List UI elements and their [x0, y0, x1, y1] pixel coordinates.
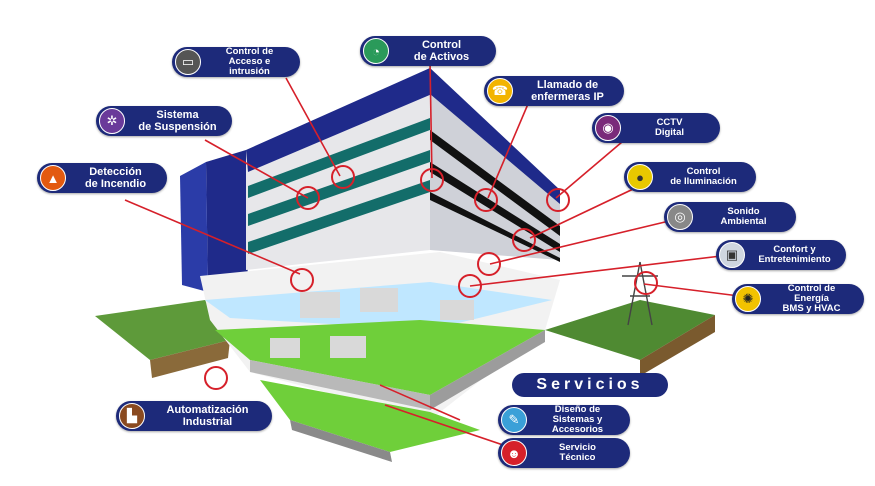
text-line: intrusión	[229, 66, 270, 77]
card-reader-icon: ▭	[175, 49, 201, 75]
tower-front	[206, 150, 248, 296]
facade-front	[246, 68, 430, 270]
text-line: Automatización	[166, 404, 249, 416]
design-icon: ✎	[501, 407, 527, 433]
compass-icon: ✲	[99, 108, 125, 134]
text-line: de Activos	[413, 51, 470, 63]
connector-rings	[204, 165, 658, 390]
text-line: Digital	[654, 127, 685, 138]
text-line: Confort y	[773, 244, 816, 255]
left-lawn	[95, 300, 230, 360]
text-line: BMS y HVAC	[782, 303, 841, 314]
text-line: de Incendio	[84, 178, 147, 190]
speaker-icon: ◎	[667, 204, 693, 230]
nurse-call-icon: ☎	[487, 78, 513, 104]
connector-lines	[124, 61, 756, 449]
text-line: Accesorios	[551, 424, 604, 435]
text-line: Sonido	[727, 206, 760, 217]
light-bulb-icon: ●	[627, 164, 653, 190]
gauge-icon: ◔	[363, 38, 389, 64]
fire-icon: ▲	[40, 165, 66, 191]
text-line: Sistemas y	[552, 414, 603, 425]
text-line: Industrial	[182, 416, 233, 428]
text-line: Diseño de	[554, 404, 601, 415]
text-line: de Suspensión	[138, 121, 217, 133]
text-line: Energía	[794, 293, 829, 304]
text-line: Control	[421, 39, 462, 51]
technician-icon: ☻	[501, 440, 527, 466]
factory-icon: ▙	[119, 403, 145, 429]
projector-icon: ▣	[719, 242, 745, 268]
text-line: de Iluminación	[670, 176, 737, 187]
text-line: Control de	[225, 46, 274, 57]
text-line: Entretenimiento	[758, 254, 831, 265]
text-line: enfermeras IP	[531, 91, 604, 103]
section-title-servicios: Servicios	[512, 373, 668, 397]
text-line: CCTV	[656, 117, 683, 128]
camera-icon: ◉	[595, 115, 621, 141]
text-line: Servicio	[559, 442, 596, 453]
text-line: Técnico	[559, 452, 596, 463]
text-line: Ambiental	[720, 216, 767, 227]
text-line: Detección	[89, 166, 142, 178]
text-line: Control	[686, 166, 721, 177]
text-line: Control de	[787, 283, 836, 294]
right-lawn	[545, 300, 715, 360]
text-line: Sistema	[156, 109, 199, 121]
text-line: Llamado de	[536, 79, 599, 91]
radiation-icon: ✺	[735, 286, 761, 312]
text-line: Acceso e	[228, 56, 271, 67]
